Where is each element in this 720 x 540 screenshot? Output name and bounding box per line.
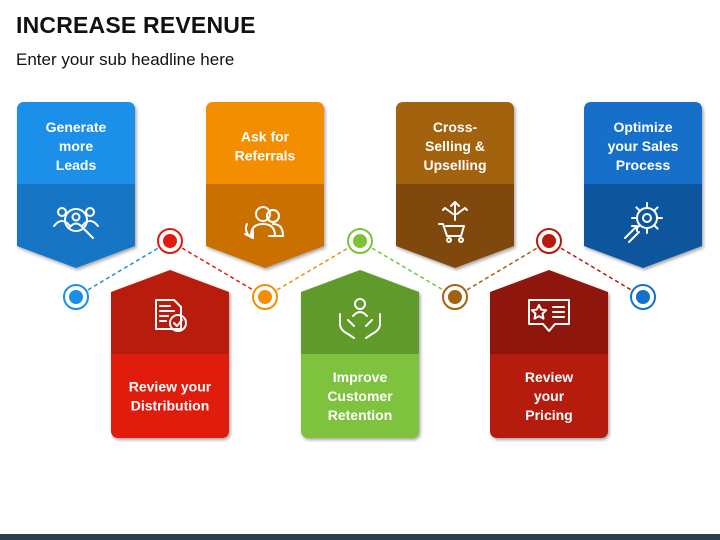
step-label-line: your [534, 388, 565, 404]
connector-dot-4 [347, 228, 373, 254]
step-card-5: Cross- Selling & Upselling [396, 102, 514, 268]
connector-dot-1 [63, 284, 89, 310]
step-label-line: Optimize [613, 119, 672, 135]
step-label-line: Leads [56, 157, 97, 173]
bottom-bar [0, 534, 720, 540]
people-search-icon [53, 207, 99, 239]
page-subtitle: Enter your sub headline here [16, 50, 235, 69]
step-label-line: your Sales [608, 138, 679, 154]
connector-line [548, 240, 644, 298]
connector-line [359, 240, 456, 298]
step-card-label-panel [111, 354, 229, 438]
step-card-label-panel [17, 102, 135, 184]
connector-dot-6 [536, 228, 562, 254]
connector-dot-2 [157, 228, 183, 254]
step-label-line: Referrals [235, 148, 296, 164]
cart-arrows-icon [438, 201, 468, 243]
step-label-line: Generate [46, 119, 107, 135]
star-chat-icon [528, 299, 570, 332]
step-label-line: Customer [327, 388, 393, 404]
step-card-label-panel [490, 354, 608, 438]
connector-dot-7 [630, 284, 656, 310]
page-title: INCREASE REVENUE [16, 12, 256, 38]
step-card-label-panel [396, 102, 514, 184]
step-label-line: Distribution [131, 398, 210, 414]
connector-dot-3 [252, 284, 278, 310]
connector-line [454, 240, 550, 298]
step-card-label-panel [584, 102, 702, 184]
hands-person-icon [339, 298, 381, 339]
connector-dot-5 [442, 284, 468, 310]
step-label-line: Ask for [241, 129, 290, 145]
connector-line [169, 240, 266, 298]
step-label-line: Process [616, 157, 671, 173]
step-label-line: more [59, 138, 93, 154]
step-label-line: Upselling [423, 157, 486, 173]
step-label-line: Selling & [425, 138, 485, 154]
connector-lines [75, 240, 644, 298]
step-label-line: Cross- [433, 119, 478, 135]
document-check-icon [155, 299, 187, 332]
step-label-line: Improve [333, 369, 388, 385]
connector-line [75, 240, 171, 298]
users-refresh-icon [244, 206, 284, 239]
step-card-label-panel [301, 354, 419, 438]
connector-line [264, 240, 361, 298]
step-label-line: Review your [129, 379, 212, 395]
step-label-line: Pricing [525, 407, 572, 423]
gear-arrows-icon [624, 202, 663, 243]
step-label-line: Review [525, 369, 573, 385]
step-card-label-panel [206, 102, 324, 184]
connector-dots [63, 228, 656, 310]
step-label-line: Retention [328, 407, 393, 423]
